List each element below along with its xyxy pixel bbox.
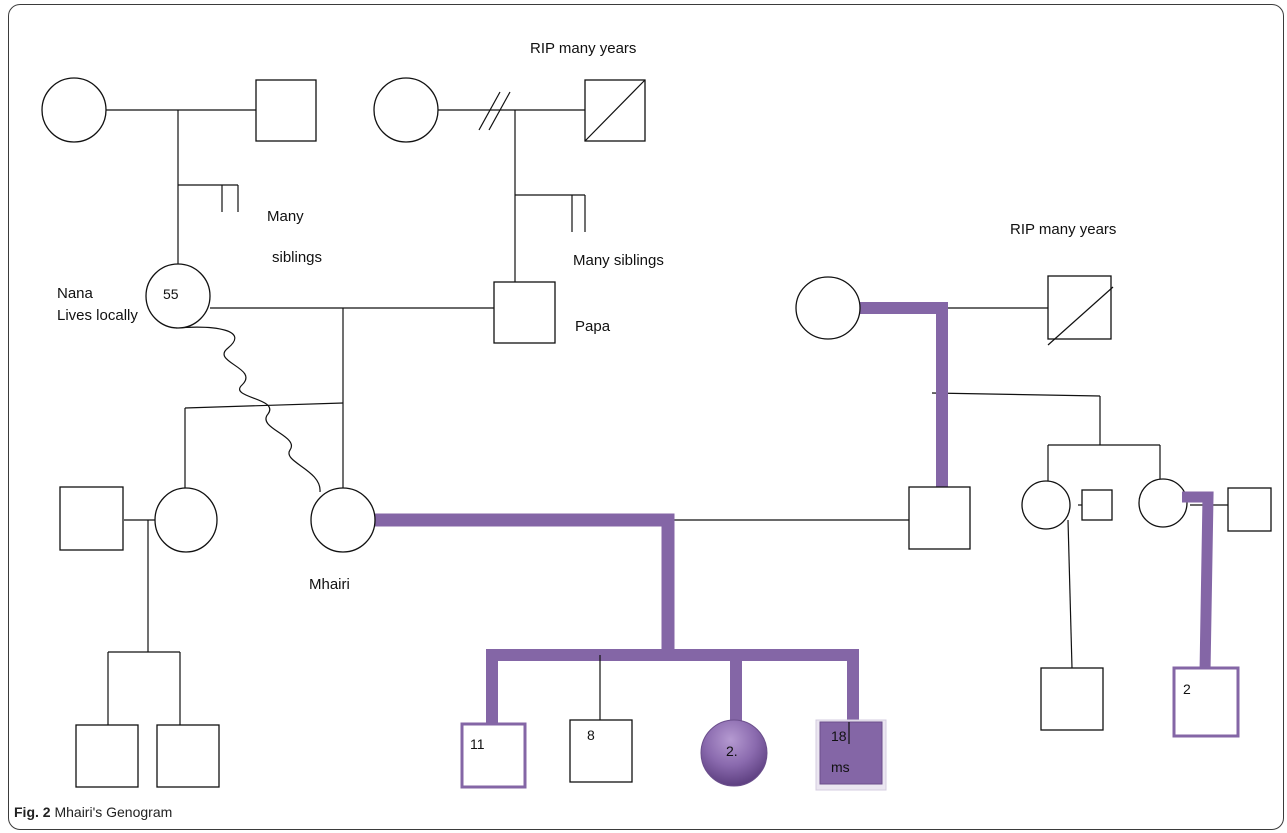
cousin-1-square	[75, 724, 139, 788]
great-grandmother-left	[41, 77, 107, 143]
sister-2-circle	[1138, 478, 1188, 528]
sister-1-partner-square	[1081, 489, 1113, 521]
sister-1-circle	[1021, 480, 1071, 530]
figure-caption: Fig. 2 Mhairi's Genogram	[14, 804, 172, 820]
divorce-slash-1	[478, 91, 501, 131]
label-many: Many	[267, 208, 304, 225]
label-lives-locally: Lives locally	[57, 307, 138, 324]
divorce-slash-2	[488, 91, 511, 131]
figure-number: Fig. 2	[14, 804, 51, 820]
right-child-square	[1172, 666, 1240, 738]
close-relationship-right-child	[1182, 491, 1214, 673]
sister-1-child-square	[1040, 667, 1104, 731]
child-11-age: 11	[470, 736, 485, 752]
child-8-square	[569, 719, 633, 783]
label-many-siblings: Many siblings	[573, 252, 664, 269]
label-rip-right: RIP many years	[1010, 221, 1116, 238]
close-relationship-children-line	[486, 649, 859, 725]
figure-title: Mhairi's Genogram	[54, 804, 173, 820]
child-11-square	[460, 722, 527, 789]
conflict-line-nana-mhairi	[175, 326, 321, 493]
descent-line-sister-1-child	[1067, 519, 1073, 669]
child-2-age: 2.	[726, 743, 738, 759]
label-nana: Nana	[57, 285, 94, 302]
label-rip-top: RIP many years	[530, 40, 636, 57]
aunt-circle	[154, 487, 218, 553]
label-siblings: siblings	[272, 249, 322, 266]
child-18-square	[819, 721, 883, 785]
sibling-line-right	[931, 392, 1101, 397]
label-papa: Papa	[575, 318, 611, 335]
child-18-age: 18	[831, 728, 847, 744]
right-child-age: 2	[1183, 681, 1191, 697]
great-grandmother-middle	[373, 77, 439, 143]
mhairi-circle	[310, 487, 376, 553]
mhairi-partner-square	[908, 486, 971, 550]
right-grandmother-circle	[795, 276, 861, 340]
label-mhairi: Mhairi	[309, 576, 350, 593]
aunt-partner-square	[59, 486, 124, 551]
right-grandfather-deceased	[1047, 275, 1112, 340]
child-8-age: 8	[587, 727, 595, 743]
child-2-circle	[700, 719, 768, 787]
close-relationship-mhairi	[375, 513, 675, 655]
nana-age: 55	[163, 286, 179, 302]
papa-square	[493, 281, 556, 344]
deceased-slash-middle	[584, 79, 646, 142]
deceased-slash-right	[1047, 286, 1114, 346]
sister-2-partner-square	[1227, 487, 1272, 532]
great-grandfather-left	[255, 79, 317, 142]
child-18-unit: ms	[831, 759, 850, 775]
nana-circle	[145, 263, 211, 329]
close-relationship-right-grandmother	[860, 302, 948, 488]
cousin-2-square	[156, 724, 220, 788]
sibling-line-mhairi	[184, 402, 344, 409]
